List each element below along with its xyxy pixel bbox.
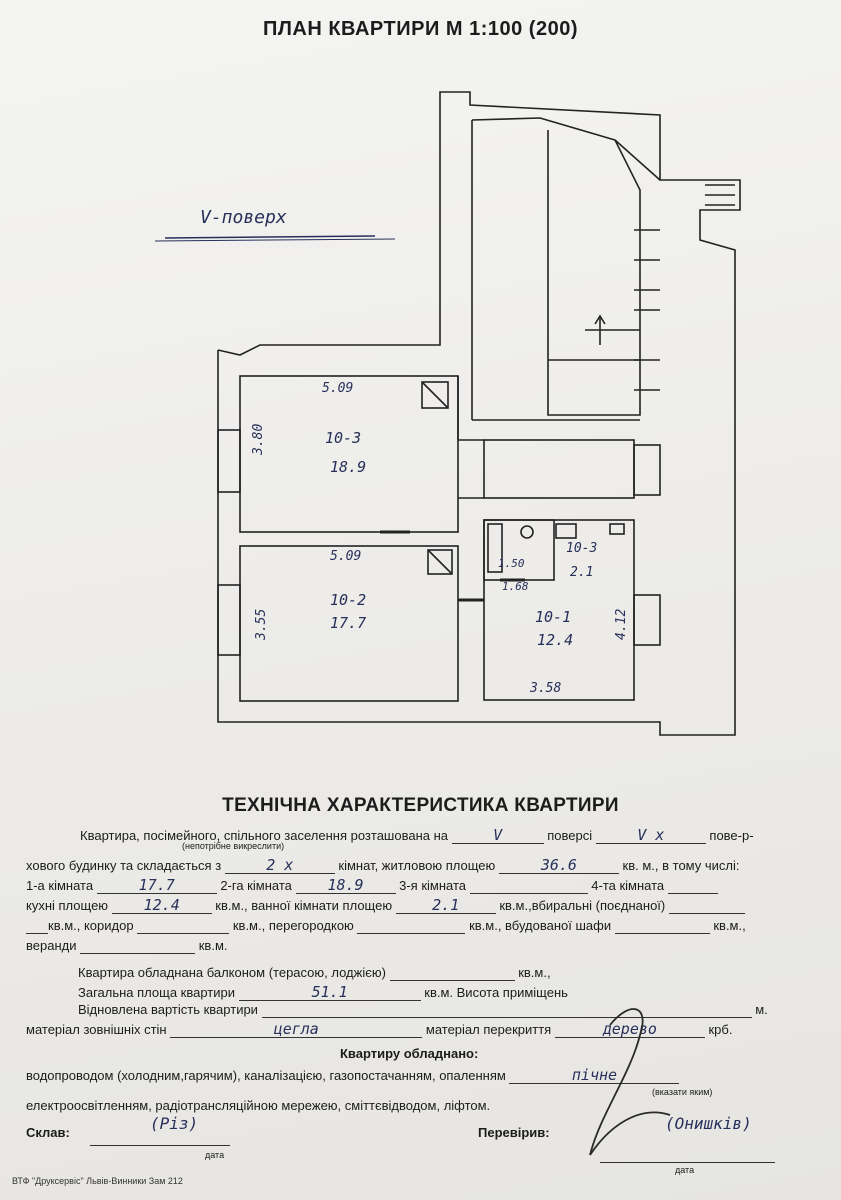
- room-10-1-width: 3.58: [529, 681, 561, 696]
- checked-by-signature: (Онишків): [665, 1114, 752, 1133]
- plan-walls: [217, 91, 741, 736]
- room-bath-id: 10-3: [566, 541, 597, 556]
- tech-line-6: веранди кв.м.: [26, 938, 228, 954]
- floor-label-underline: [164, 235, 376, 239]
- tech-line-10: матеріал зовнішніх стін цегла матеріал п…: [26, 1020, 733, 1038]
- tech-line-4: кухні площею 12.4 кв.м., ванної кімнати …: [26, 897, 745, 914]
- tech-note-heating: (вказати яким): [652, 1087, 713, 1097]
- tech-line-5: кв.м., коридор кв.м., перегородкою кв.м.…: [26, 918, 746, 934]
- room-10-2-id: 10-2: [330, 591, 366, 609]
- room-10-1-id: 10-1: [535, 608, 571, 626]
- tech-line-7: Квартира обладнана балконом (терасою, ло…: [78, 965, 551, 981]
- signature-scrawl: [589, 1008, 671, 1156]
- tech-line-2: хового будинку та складається з 2 x кімн…: [26, 856, 740, 874]
- room-10-3-depth: 3.80: [251, 424, 266, 456]
- equip-title: Квартиру обладнано:: [340, 1046, 479, 1061]
- room-10-2-width: 5.09: [330, 549, 361, 564]
- checked-by-date-label: дата: [675, 1165, 695, 1175]
- tech-line-8: Загальна площа квартири 51.1 кв.м. Висот…: [78, 983, 568, 1001]
- tech-line-13: електроосвітленням, радіотрансляційною м…: [26, 1098, 491, 1113]
- tech-title: ТЕХНІЧНА ХАРАКТЕРИСТИКА КВАРТИРИ: [222, 795, 619, 816]
- plan-title: ПЛАН КВАРТИРИ М 1:100 (200): [262, 18, 578, 40]
- compiled-by-signature: (Різ): [150, 1114, 199, 1133]
- room-bath-depth: 1.50: [498, 557, 525, 570]
- room-10-2-area: 17.7: [330, 614, 366, 632]
- floor-label-underline-2: [154, 238, 396, 242]
- compiled-by-line: [90, 1131, 230, 1146]
- room-bath-width: 1.68: [502, 580, 529, 593]
- checked-by-line: [600, 1148, 775, 1163]
- floor-plan: 5.09 10-3 18.9 3.80 5.09 10-2 17.7 3.55 …: [154, 91, 741, 736]
- room-bath-area: 2.1: [570, 565, 593, 580]
- compiled-by-date-label: дата: [205, 1150, 225, 1160]
- tech-line-9: Відновлена вартість квартири м.: [78, 1002, 768, 1018]
- compiled-by-label: Склав:: [26, 1125, 70, 1140]
- room-10-3-area: 18.9: [330, 458, 366, 476]
- printer-footer: ВТФ "Друксервіс" Львів-Винники Зам 212: [12, 1176, 183, 1186]
- room-10-3-id: 10-3: [325, 429, 361, 447]
- floor-label: V-поверх: [200, 207, 287, 228]
- tech-note-crossout: (непотрібне викреслити): [182, 841, 285, 851]
- room-10-1-depth: 4.12: [614, 609, 629, 640]
- tech-line-12: водопроводом (холодним,гарячим), каналіз…: [26, 1067, 680, 1084]
- checked-by-label: Перевірив:: [478, 1125, 550, 1140]
- tech-line-3: 1-а кімната 17.7 2-га кімната 18.9 3-я к…: [26, 877, 718, 894]
- tech-line-1: Квартира, посімейного, спільного заселен…: [80, 826, 754, 844]
- room-10-1-area: 12.4: [537, 631, 573, 649]
- room-10-3-width: 5.09: [322, 381, 353, 396]
- room-10-2-depth: 3.55: [254, 609, 269, 641]
